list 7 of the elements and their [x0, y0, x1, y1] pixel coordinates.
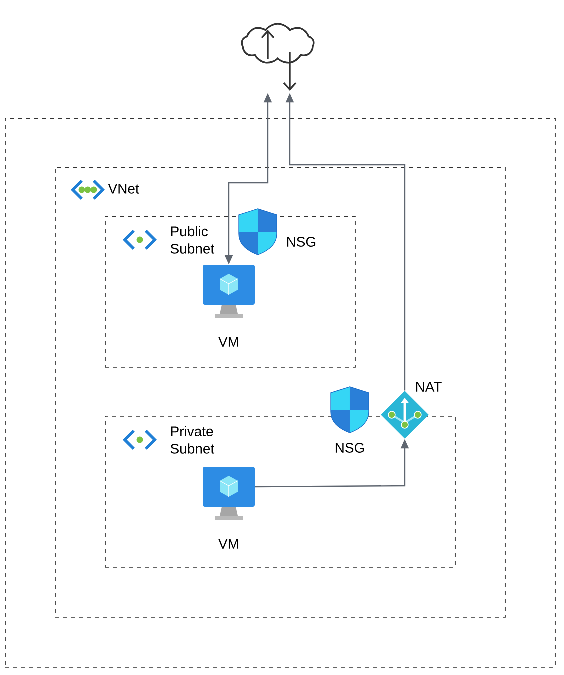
cloud-icon: [241, 23, 315, 91]
node-label: VM: [218, 337, 238, 347]
boundary-box: [5, 118, 556, 668]
shield-icon: [330, 386, 370, 434]
node-label: VM: [218, 539, 238, 549]
node-label: NSG: [336, 443, 364, 453]
node-label: NAT: [416, 382, 442, 392]
